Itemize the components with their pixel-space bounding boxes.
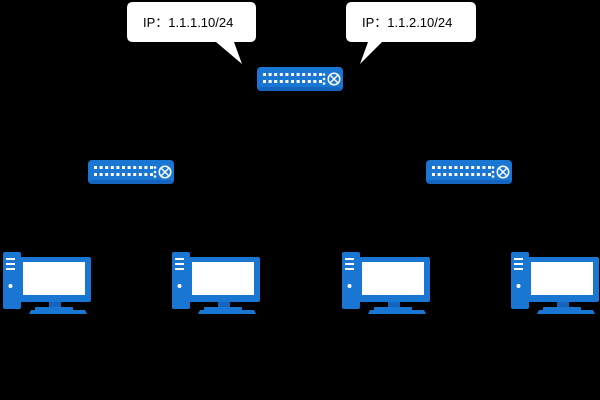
ip-label-left: IP：1.1.1.10/24 (143, 15, 233, 30)
desktop-computer-icon (3, 252, 91, 314)
desktop-computer-4[interactable] (511, 252, 599, 314)
callout-bubble (127, 2, 256, 64)
desktop-computer-3[interactable] (342, 252, 430, 314)
ip-label-right: IP：1.1.2.10/24 (362, 15, 452, 30)
desktop-computer-icon (342, 252, 430, 314)
callout-bubble (346, 2, 476, 64)
core-switch[interactable] (257, 67, 343, 91)
desktop-computer-2[interactable] (172, 252, 260, 314)
network-switch-icon (88, 160, 174, 184)
desktop-computer-1[interactable] (3, 252, 91, 314)
network-switch-icon (257, 67, 343, 91)
ip-callout-left: IP：1.1.1.10/24 (127, 2, 256, 64)
network-switch-icon (426, 160, 512, 184)
desktop-computer-icon (172, 252, 260, 314)
ip-callout-right: IP：1.1.2.10/24 (346, 2, 476, 64)
desktop-computer-icon (511, 252, 599, 314)
access-switch-left[interactable] (88, 160, 174, 184)
access-switch-right[interactable] (426, 160, 512, 184)
